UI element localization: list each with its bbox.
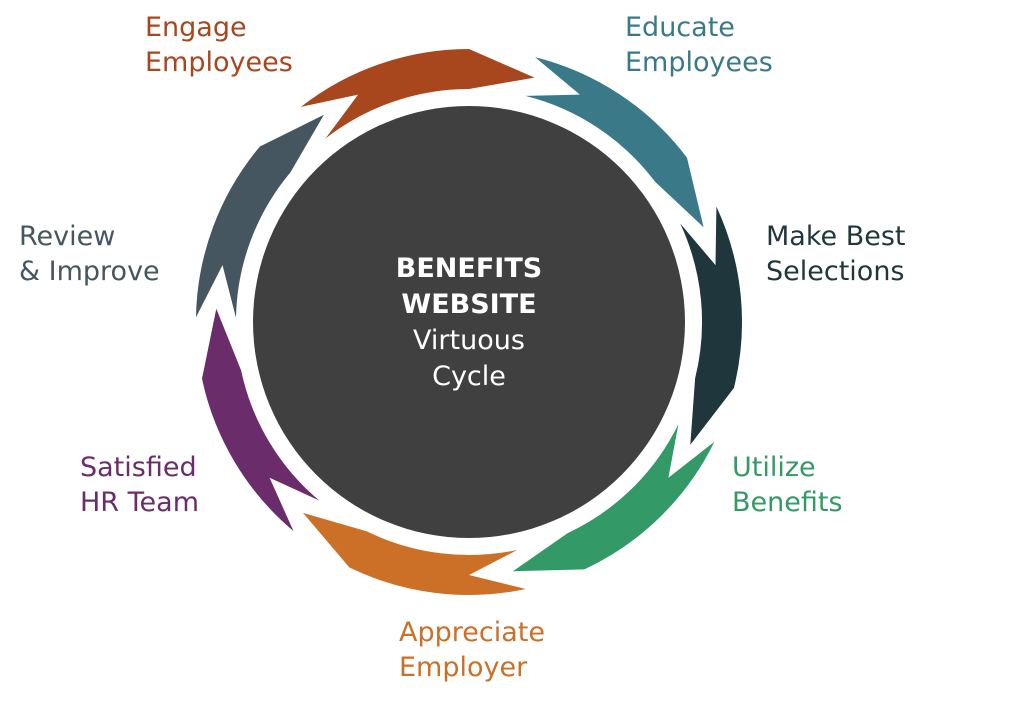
stage-label-appreciate-line-1: Appreciate	[399, 617, 545, 648]
center-circle	[253, 106, 685, 538]
cycle-arrow-review	[196, 114, 324, 318]
stage-label-make-best: Make Best Selections	[766, 219, 906, 289]
cycle-arrow-engage	[300, 49, 535, 139]
cycle-arrow-make-best	[680, 206, 742, 445]
center-subtitle-line-2: Cycle	[432, 361, 506, 392]
stage-label-review-line-1: Review	[19, 221, 116, 252]
stage-label-satisfied-line-2: HR Team	[80, 487, 200, 518]
stage-label-appreciate-line-2: Employer	[399, 652, 528, 683]
center-title-line-2: WEBSITE	[401, 289, 537, 320]
cycle-arrow-appreciate	[303, 512, 526, 595]
stage-label-make-best-line-2: Selections	[766, 256, 905, 287]
stage-label-utilize: Utilize Benefits	[732, 450, 843, 520]
stage-label-educate-line-2: Employees	[625, 47, 773, 78]
stage-label-review: Review & Improve	[19, 219, 160, 289]
cycle-arrow-utilize	[512, 424, 715, 572]
stage-label-educate-line-1: Educate	[625, 12, 735, 43]
stage-label-review-line-2: & Improve	[19, 256, 160, 287]
stage-label-engage: Engage Employees	[145, 10, 293, 80]
stage-label-satisfied-line-1: Satisfied	[80, 452, 197, 483]
center-subtitle-line-1: Virtuous	[413, 325, 525, 356]
stage-label-utilize-line-2: Benefits	[732, 487, 843, 518]
stage-label-satisfied: Satisfied HR Team	[80, 450, 199, 520]
center-title: BENEFITS WEBSITE Virtuous Cycle	[319, 251, 619, 395]
cycle-arrow-educate	[525, 57, 704, 228]
stage-label-engage-line-2: Employees	[145, 47, 293, 78]
stage-label-utilize-line-1: Utilize	[732, 452, 816, 483]
stage-label-educate: Educate Employees	[625, 10, 773, 80]
cycle-arrow-satisfied	[202, 308, 320, 532]
center-title-line-1: BENEFITS	[395, 253, 543, 284]
stage-label-appreciate: Appreciate Employer	[399, 615, 545, 685]
stage-label-engage-line-1: Engage	[145, 12, 247, 43]
stage-label-make-best-line-1: Make Best	[766, 221, 906, 252]
